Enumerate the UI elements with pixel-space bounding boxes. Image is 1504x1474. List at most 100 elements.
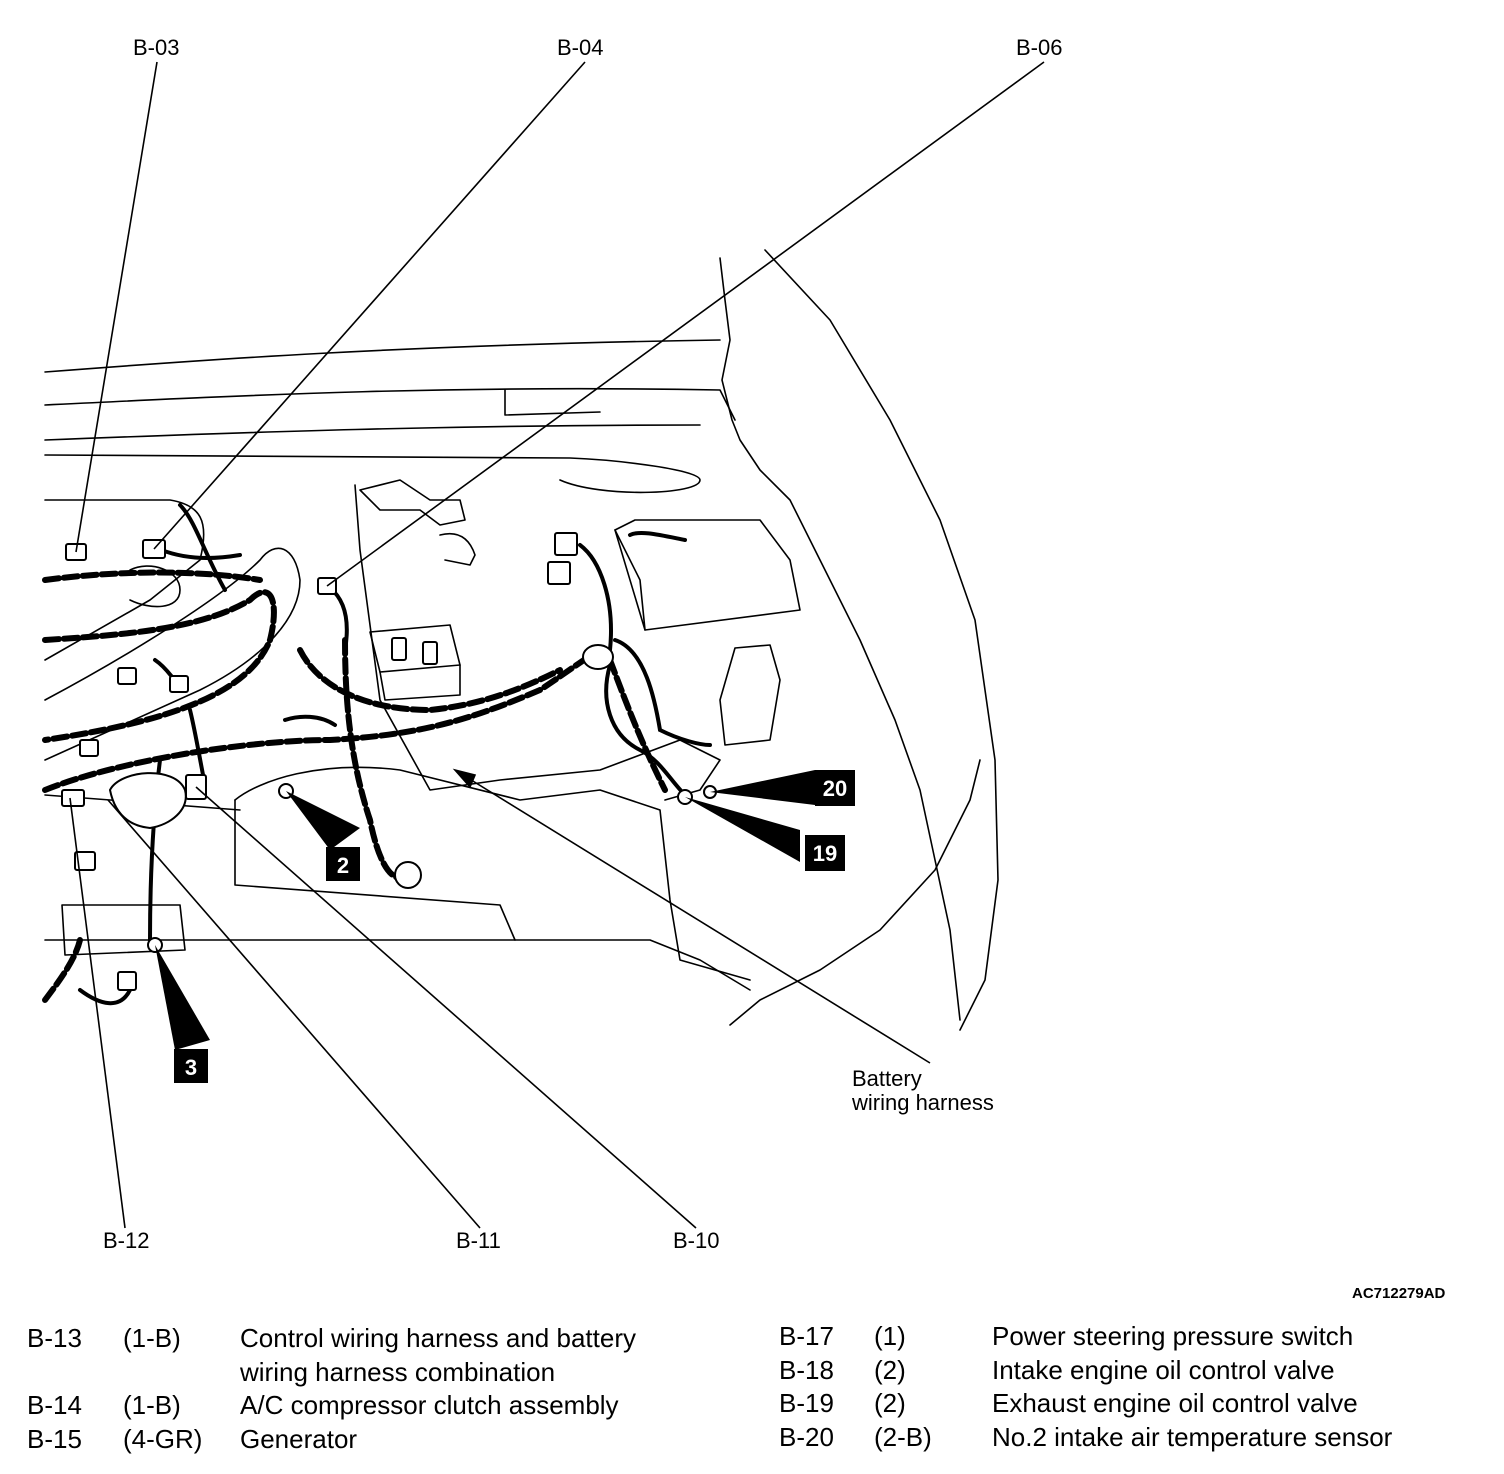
legend-id: B-18 bbox=[779, 1354, 834, 1385]
leader-b12 bbox=[69, 797, 126, 1229]
callout-box-19 bbox=[805, 835, 845, 871]
cowl-line-4 bbox=[44, 454, 701, 494]
label-b10: B-10 bbox=[673, 1228, 720, 1253]
radiator-panel-2 bbox=[44, 939, 751, 991]
wire-6 bbox=[604, 663, 687, 797]
lower-panel bbox=[234, 766, 751, 981]
tray-bracket bbox=[359, 479, 466, 526]
legend-id: B-13 bbox=[27, 1323, 82, 1353]
generator bbox=[108, 772, 187, 830]
wedge-2 bbox=[286, 791, 360, 850]
label-b03: B-03 bbox=[133, 35, 180, 60]
connector-b bbox=[169, 675, 189, 693]
leader-b11 bbox=[107, 799, 481, 1229]
legend-spec: (2-B) bbox=[874, 1421, 932, 1452]
callout-box-2 bbox=[326, 847, 360, 881]
mount-plate-2 bbox=[379, 664, 461, 701]
legend-row: wiring harness combination bbox=[27, 1356, 747, 1390]
callout-2: 2 bbox=[337, 853, 349, 878]
harness-bottom bbox=[42, 937, 83, 1003]
wire-7 bbox=[328, 586, 349, 652]
legend-row: B-15 (4-GR) Generator bbox=[27, 1423, 747, 1457]
harness-main bbox=[42, 569, 263, 583]
tray-hook bbox=[439, 533, 476, 566]
harness-cross bbox=[42, 647, 603, 793]
legend-row: B-13 (1-B) Control wiring harness and ba… bbox=[27, 1322, 747, 1356]
fender-outline bbox=[719, 257, 961, 1021]
legend-spec: (1-B) bbox=[123, 1323, 181, 1353]
callout-19: 19 bbox=[813, 841, 837, 866]
harness-left bbox=[42, 589, 277, 743]
connector-a bbox=[117, 667, 137, 685]
connector-f bbox=[117, 971, 137, 991]
legend-row: B-14 (1-B) A/C compressor clutch assembl… bbox=[27, 1389, 747, 1423]
figure-code: AC712279AD bbox=[1352, 1285, 1446, 1302]
mount-plate bbox=[369, 624, 461, 673]
grommet bbox=[582, 644, 614, 670]
legend-desc: Exhaust engine oil control valve bbox=[992, 1388, 1358, 1418]
wire-4 bbox=[628, 530, 687, 542]
leader-battery bbox=[454, 769, 931, 1064]
callout-20: 20 bbox=[823, 776, 847, 801]
callout-box-20 bbox=[815, 770, 855, 806]
legend-spec: (2) bbox=[874, 1354, 906, 1385]
label-b04: B-04 bbox=[557, 35, 604, 60]
legend-spec: (1) bbox=[874, 1321, 906, 1351]
lower-panel-2 bbox=[234, 799, 516, 941]
legend-desc: Power steering pressure switch bbox=[992, 1321, 1354, 1351]
wire-10 bbox=[78, 988, 132, 1006]
harness-down bbox=[342, 637, 411, 881]
leader-b04 bbox=[153, 61, 586, 550]
legend-left: B-13 (1-B) Control wiring harness and ba… bbox=[27, 1322, 747, 1456]
legend-id: B-15 bbox=[27, 1423, 82, 1454]
fender-outer bbox=[764, 249, 999, 1031]
legend-row: B-20 (2-B) No.2 intake air temperature s… bbox=[779, 1421, 1479, 1455]
label-battery-line2: wiring harness bbox=[852, 1090, 994, 1115]
cowl-bracket bbox=[504, 389, 601, 416]
legend-id: B-19 bbox=[779, 1388, 834, 1418]
legend-right: B-17 (1) Power steering pressure switch … bbox=[779, 1320, 1479, 1454]
battery-box-front bbox=[614, 529, 646, 631]
connector-g bbox=[79, 739, 99, 757]
legend-desc: No.2 intake air temperature sensor bbox=[992, 1421, 1393, 1452]
connector-e bbox=[74, 851, 96, 871]
wedge-3 bbox=[155, 945, 210, 1050]
relay-box bbox=[719, 644, 781, 746]
tray-outline bbox=[354, 484, 721, 801]
legend-desc: Intake engine oil control valve bbox=[992, 1354, 1335, 1385]
connector-b12 bbox=[61, 789, 85, 807]
legend-id: B-14 bbox=[27, 1390, 82, 1420]
legend-desc: Control wiring harness and battery bbox=[240, 1323, 636, 1353]
wire-11 bbox=[283, 714, 337, 727]
crossmember bbox=[61, 904, 186, 956]
legend-row: B-18 (2) Intake engine oil control valve bbox=[779, 1354, 1479, 1388]
cowl-line-1 bbox=[44, 339, 721, 373]
legend-spec: (2) bbox=[874, 1388, 906, 1418]
label-b06: B-06 bbox=[1016, 35, 1063, 60]
legend-desc: Generator bbox=[240, 1423, 358, 1454]
connector-d bbox=[547, 561, 571, 585]
leader-b06 bbox=[326, 61, 1045, 587]
callout-box-3 bbox=[174, 1049, 208, 1083]
legend-id: B-20 bbox=[779, 1421, 834, 1452]
label-battery-line1: Battery bbox=[852, 1066, 922, 1091]
legend-row: B-19 (2) Exhaust engine oil control valv… bbox=[779, 1387, 1479, 1421]
arrow-battery bbox=[452, 768, 477, 789]
wire-1 bbox=[178, 503, 227, 592]
leader-b03 bbox=[75, 61, 158, 553]
relay-2 bbox=[422, 641, 438, 665]
cowl-line-2 bbox=[44, 387, 736, 421]
legend-spec: (4-GR) bbox=[123, 1423, 203, 1454]
fender-arc bbox=[729, 759, 981, 1026]
label-b12: B-12 bbox=[103, 1228, 150, 1253]
wedge-20 bbox=[710, 770, 815, 805]
wire-8 bbox=[188, 708, 207, 787]
engine-bay-diagram: 2 3 19 20 bbox=[42, 61, 1045, 1229]
label-b11: B-11 bbox=[456, 1228, 501, 1253]
harness-center bbox=[297, 647, 563, 714]
callout-3: 3 bbox=[185, 1055, 197, 1080]
legend-row: B-17 (1) Power steering pressure switch bbox=[779, 1320, 1479, 1354]
cowl-line-3 bbox=[44, 424, 701, 441]
wire-5 bbox=[613, 638, 712, 747]
duct bbox=[129, 565, 181, 608]
